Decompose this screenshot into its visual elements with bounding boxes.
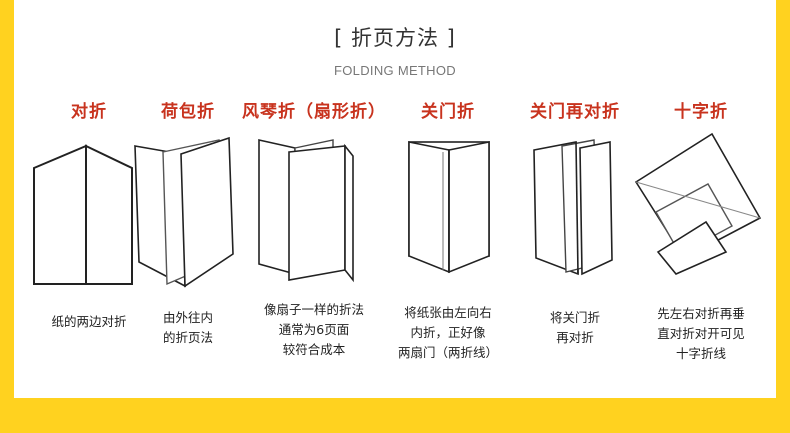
method-accordion-fold: 风琴折（扇形折） 像扇子一样的折法 通常为6页面 较符合成本 — [242, 0, 385, 398]
gate-fold-diagram — [408, 141, 490, 274]
method-description: 纸的两边对折 — [51, 314, 127, 329]
method-double-gate-fold: 关门再对折 将关门折 再对折 — [510, 0, 640, 398]
method-pocket-fold: 荷包折 由外往内 的折页法 — [123, 0, 253, 398]
page-title: [ 折页方法 ] — [334, 26, 456, 50]
accordion-fold-diagram — [258, 139, 354, 283]
method-description: 将关门折 再对折 — [549, 310, 600, 345]
cross-fold-diagram — [634, 132, 762, 275]
page-subtitle: FOLDING METHOD — [334, 63, 456, 78]
double-gate-fold-diagram — [533, 139, 613, 276]
method-half-fold: 对折 纸的两边对折 — [24, 0, 154, 398]
half-fold-diagram — [33, 144, 133, 285]
method-description: 由外往内 的折页法 — [162, 310, 213, 345]
method-title: 十字折 — [674, 102, 728, 122]
method-gate-fold: 关门折 将纸张由左向右 内折，正好像 两扇门（两折线） — [383, 0, 513, 398]
method-title: 对折 — [71, 102, 107, 122]
method-title: 关门再对折 — [530, 102, 620, 122]
method-description: 先左右对折再垂 直对折对开可见 十字折线 — [657, 306, 745, 361]
method-description: 将纸张由左向右 内折，正好像 两扇门（两折线） — [397, 305, 498, 360]
method-cross-fold: 十字折 先左右对折再垂 直对折对开可见 十字折线 — [634, 0, 766, 398]
pocket-fold-diagram — [134, 136, 234, 288]
method-title: 荷包折 — [161, 102, 215, 122]
method-title: 风琴折（扇形折） — [242, 102, 386, 122]
bottom-yellow-bar — [0, 398, 790, 433]
method-description: 像扇子一样的折法 通常为6页面 较符合成本 — [263, 302, 364, 357]
method-title: 关门折 — [421, 102, 475, 122]
